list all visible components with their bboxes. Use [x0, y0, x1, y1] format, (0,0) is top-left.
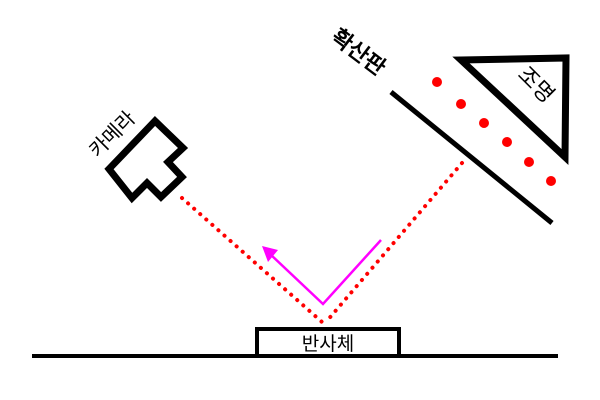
reflection-arrow	[269, 239, 382, 306]
incident-light-path	[324, 161, 464, 324]
diffuser-label: 확산판	[326, 25, 390, 82]
diffuser-plate	[389, 90, 554, 225]
light-dot	[502, 137, 512, 147]
reflected-light-path	[180, 196, 324, 324]
camera-body	[104, 116, 189, 204]
light-source	[452, 54, 570, 165]
reflector-label: 반사체	[302, 333, 354, 355]
reflector-box	[255, 327, 401, 358]
light-dot	[456, 99, 466, 109]
reflection-arrowhead	[262, 246, 278, 262]
light-dots	[432, 77, 556, 186]
light-dot	[524, 157, 534, 167]
light-dot	[479, 118, 489, 128]
light-dot	[432, 77, 442, 87]
light-dot	[546, 176, 556, 186]
